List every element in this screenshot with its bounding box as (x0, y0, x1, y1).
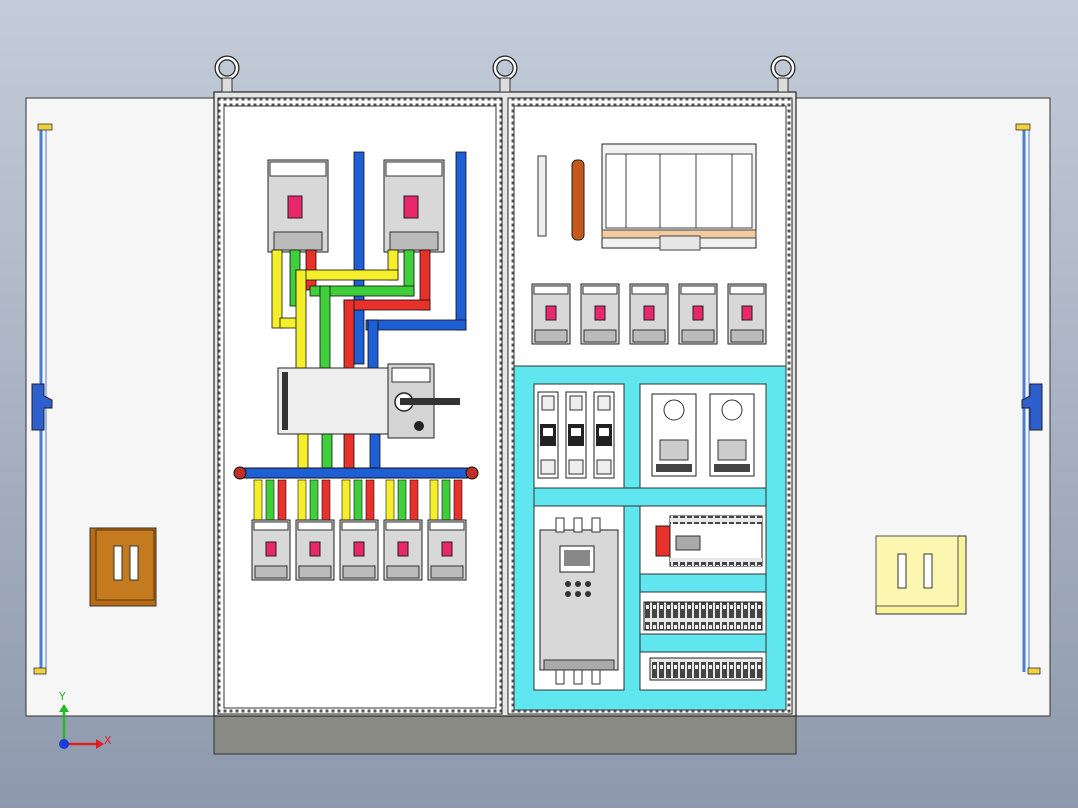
main-breaker[interactable] (383, 159, 445, 253)
right-door[interactable] (795, 97, 1051, 717)
control-breaker[interactable] (727, 283, 767, 345)
lifting-eye-icon (770, 55, 796, 93)
neutral-bar (571, 159, 585, 241)
left-door[interactable] (25, 97, 217, 717)
busbar-blue (455, 151, 467, 331)
axis-x-label: X (104, 734, 112, 747)
lifting-eye-icon (214, 55, 240, 93)
lifting-eye-icon (492, 55, 518, 93)
main-breaker[interactable] (267, 159, 329, 253)
terminal-strip (643, 601, 763, 631)
power-supply[interactable] (709, 393, 755, 477)
busbar-blue (353, 151, 365, 365)
control-breaker[interactable] (580, 283, 620, 345)
door-handle-icon[interactable] (89, 527, 157, 607)
branch-breaker[interactable] (251, 479, 291, 581)
power-supply[interactable] (651, 393, 697, 477)
axis-y-label: Y (58, 690, 66, 703)
control-breaker[interactable] (629, 283, 669, 345)
relay-module[interactable] (565, 391, 587, 479)
door-handle-icon[interactable] (875, 535, 967, 615)
transfer-switch[interactable] (277, 363, 460, 439)
branch-breaker[interactable] (427, 479, 467, 581)
branch-breaker[interactable] (295, 479, 335, 581)
relay-module[interactable] (537, 391, 559, 479)
relay-module[interactable] (593, 391, 615, 479)
ground-terminal (537, 155, 547, 237)
cabinet-plinth (213, 715, 797, 755)
control-breaker[interactable] (531, 283, 571, 345)
branch-breaker[interactable] (383, 479, 423, 581)
terminal-strip (649, 657, 763, 681)
surge-protector[interactable] (601, 143, 757, 251)
plc-controller[interactable] (655, 515, 763, 567)
branch-breaker[interactable] (339, 479, 379, 581)
busbar-horizontal (235, 467, 477, 479)
variable-frequency-drive[interactable] (539, 517, 619, 685)
control-breaker[interactable] (678, 283, 718, 345)
left-power-panel[interactable] (233, 151, 479, 581)
axis-triad-icon: X Y (58, 690, 112, 749)
right-control-panel[interactable] (513, 143, 787, 711)
